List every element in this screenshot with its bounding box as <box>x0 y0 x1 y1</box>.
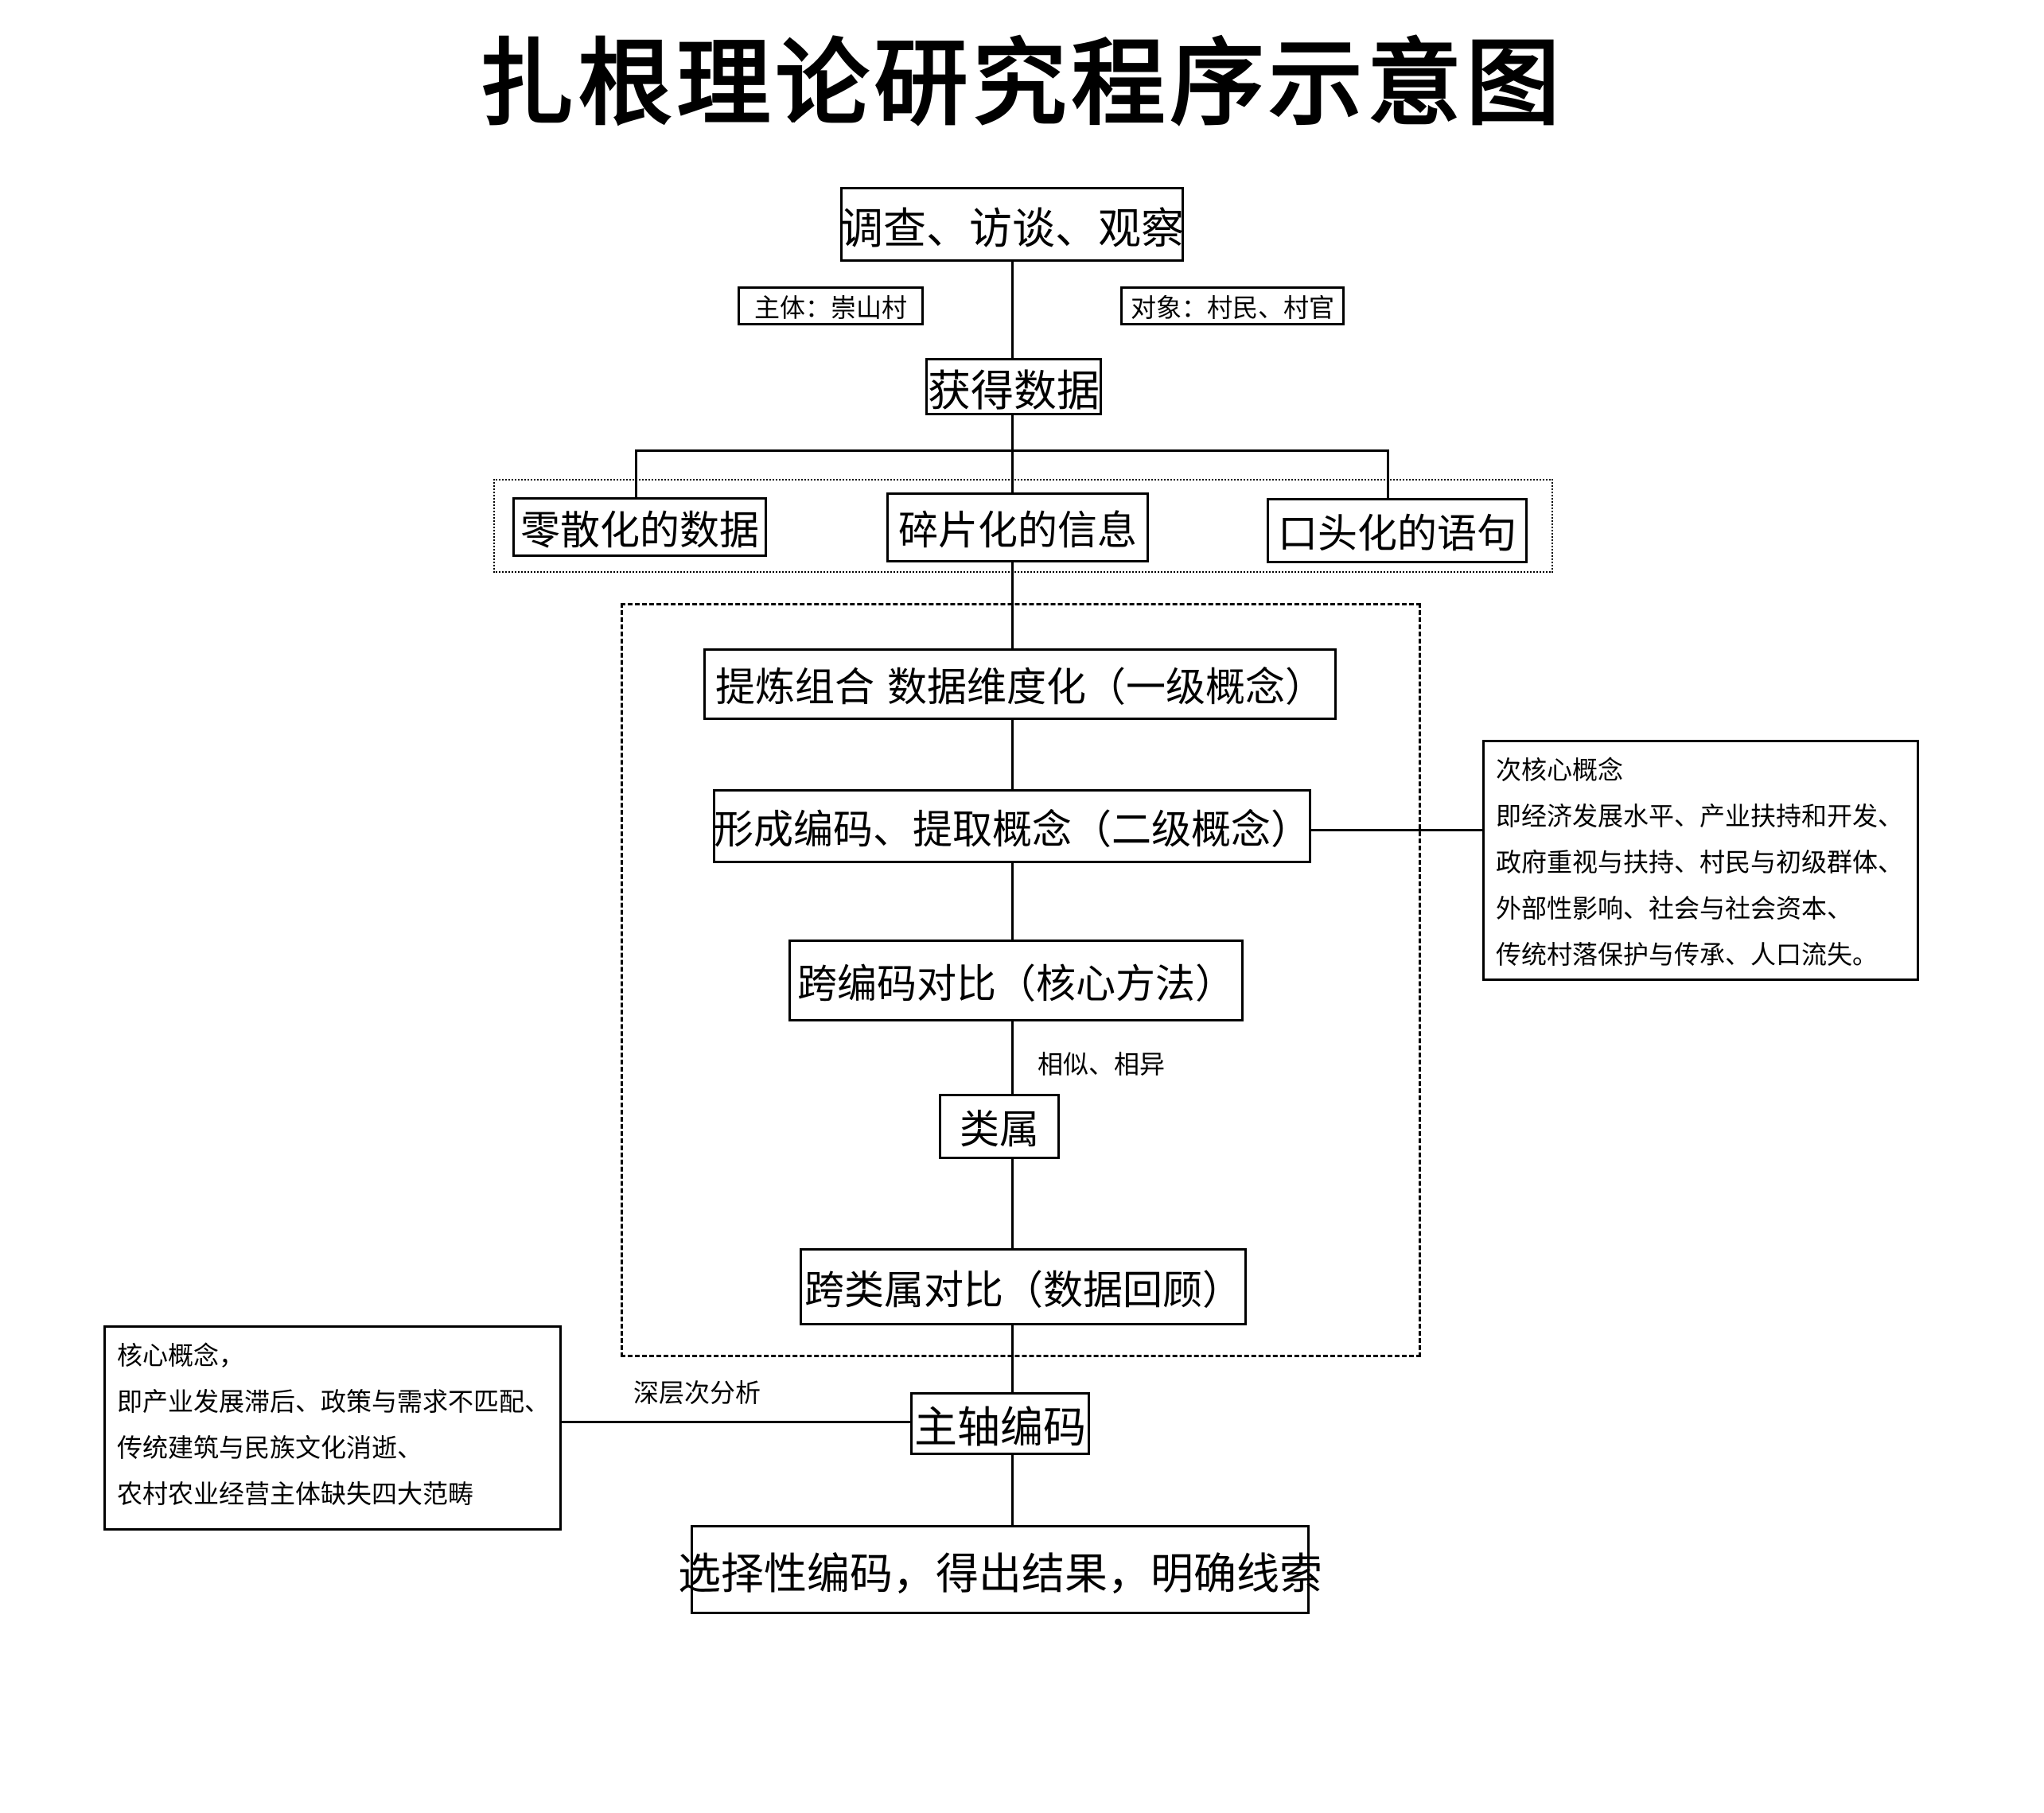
core-line: 传统建筑与民族文化消逝、 <box>117 1433 423 1463</box>
fragmented-info-box: 碎片化的信息 <box>886 492 1149 562</box>
oral-sentence-box: 口头化的语句 <box>1267 498 1528 563</box>
obtain-data-box: 获得数据 <box>925 358 1102 416</box>
connector-coding-crosscode <box>1011 862 1014 940</box>
survey-box: 调查、访谈、观察 <box>840 187 1184 262</box>
data-types-group <box>493 479 1553 573</box>
connector-coding-subcore <box>1310 829 1484 831</box>
sub-core-line: 即经济发展水平、产业扶持和开发、 <box>1496 801 1904 831</box>
refine-box: 提炼组合 数据维度化（一级概念） <box>703 648 1337 720</box>
object-box: 对象：村民、村官 <box>1120 286 1345 325</box>
core-heading: 核心概念， <box>117 1340 245 1371</box>
deep-analysis-label: 深层次分析 <box>633 1378 761 1408</box>
cross-category-box: 跨类属对比（数据回顾） <box>800 1248 1247 1325</box>
sub-core-line: 政府重视与扶持、村民与初级群体、 <box>1496 847 1904 877</box>
category-box: 类属 <box>939 1094 1060 1159</box>
diagram-title: 扎根理论研究程序示意图 <box>479 29 1565 138</box>
cross-code-box: 跨编码对比（核心方法） <box>788 940 1244 1021</box>
sub-core-concept-note: 次核心概念 即经济发展水平、产业扶持和开发、 政府重视与扶持、村民与初级群体、 … <box>1482 740 1919 981</box>
sub-core-line: 外部性影响、社会与社会资本、 <box>1496 893 1853 924</box>
connector-axial-selective <box>1011 1453 1014 1527</box>
connector-fragmented-refine <box>1011 562 1014 649</box>
connector-branch-fragmented <box>1011 449 1014 494</box>
subject-box: 主体：崇山村 <box>738 286 924 325</box>
connector-crosscategory-axial <box>1011 1325 1014 1394</box>
core-line: 农村农业经营主体缺失四大范畴 <box>117 1479 474 1509</box>
connector-crosscode-category <box>1011 1021 1014 1094</box>
selective-coding-box: 选择性编码，得出结果，明确线索 <box>678 1525 1322 1614</box>
connector-refine-coding <box>1011 718 1014 790</box>
similar-different-label: 相似、相异 <box>1038 1049 1166 1080</box>
core-line: 即产业发展滞后、政策与需求不匹配、 <box>117 1387 551 1417</box>
axial-coding-box: 主轴编码 <box>910 1392 1090 1455</box>
coding-process-group <box>621 603 1421 1357</box>
connector-category-crosscategory <box>1011 1157 1014 1249</box>
connector-obtain-branch <box>1011 414 1014 450</box>
scattered-data-box: 零散化的数据 <box>512 497 767 557</box>
sub-core-line: 传统村落保护与传承、人口流失。 <box>1496 940 1879 970</box>
core-concept-note: 核心概念， 即产业发展滞后、政策与需求不匹配、 传统建筑与民族文化消逝、 农村农… <box>103 1325 562 1531</box>
sub-core-heading: 次核心概念 <box>1496 755 1624 785</box>
coding-box: 形成编码、提取概念（二级概念） <box>713 789 1311 863</box>
connector-survey-obtain <box>1011 261 1014 358</box>
connector-branch-scattered <box>635 449 637 499</box>
connector-branch-oral <box>1387 449 1389 499</box>
connector-axial-core <box>560 1421 910 1423</box>
